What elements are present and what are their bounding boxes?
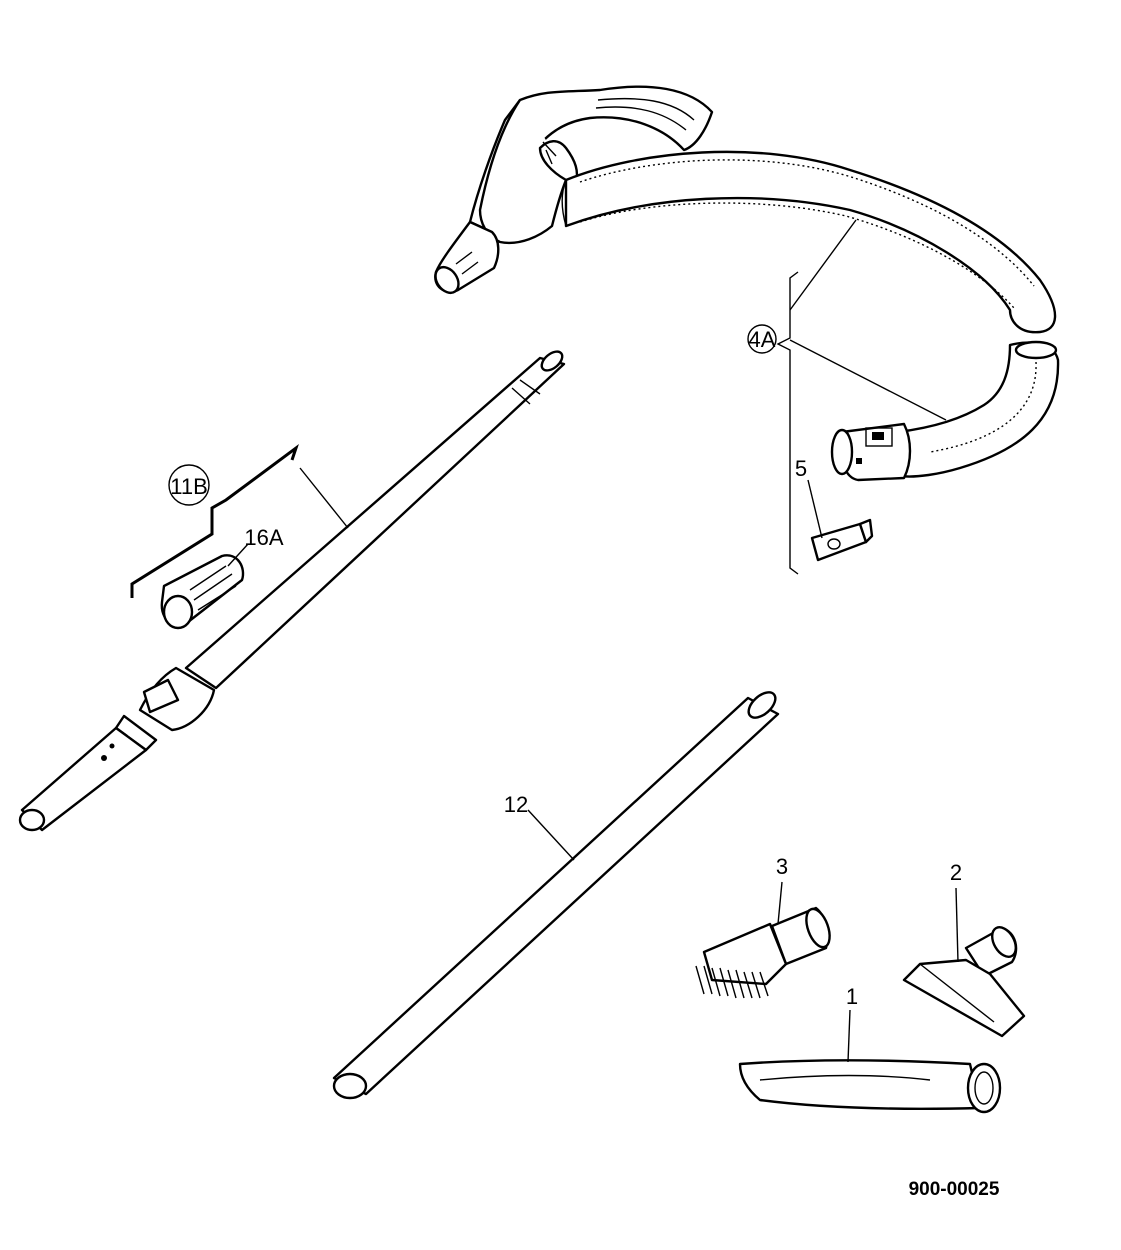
callout-11b: 11B	[170, 474, 208, 499]
hose-corrugated	[561, 150, 1060, 478]
hose-cuff	[830, 422, 912, 482]
brush-bristles	[695, 965, 769, 999]
callout-11b-circle	[168, 464, 210, 506]
callout-11b-bracket	[130, 443, 349, 598]
telescopic-wand	[18, 350, 566, 832]
callout-2: 2	[950, 860, 962, 885]
callout-12: 12	[504, 792, 528, 817]
wand-bushing	[160, 554, 245, 630]
hose-ribs	[579, 159, 1035, 287]
callout-5: 5	[795, 456, 807, 481]
diagram-id: 900-00025	[909, 1179, 1000, 1200]
callout-4a-bracket	[776, 219, 947, 575]
hose-handle	[434, 85, 714, 295]
callout-3: 3	[776, 854, 788, 879]
callout-4a: 4A	[749, 327, 776, 352]
dusting-brush	[695, 881, 831, 999]
callout-1: 1	[846, 984, 858, 1009]
upholstery-tool	[902, 887, 1026, 1038]
callout-4a-circle	[747, 324, 777, 354]
crevice-tool	[738, 1009, 1002, 1114]
hose-clip	[810, 518, 874, 562]
callout-16a: 16A	[244, 525, 283, 550]
straight-wand	[332, 691, 780, 1100]
